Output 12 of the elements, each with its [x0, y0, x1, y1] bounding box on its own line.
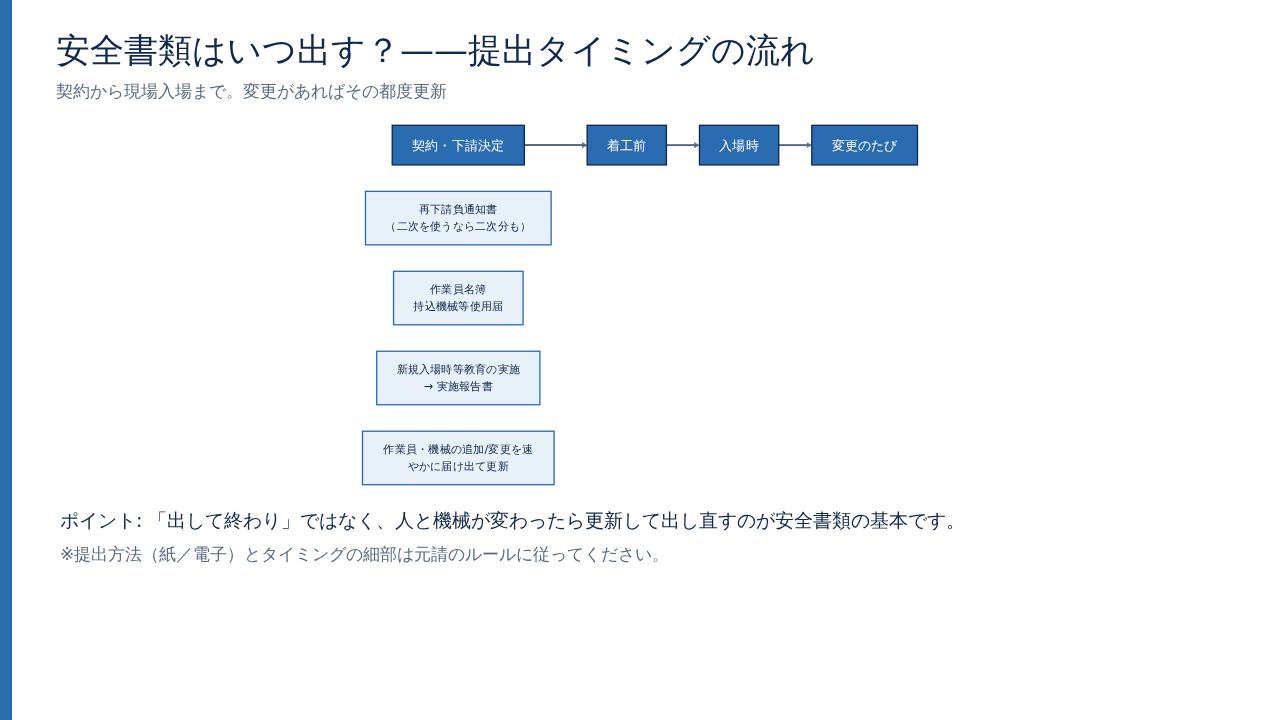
node-box: 新規入場時等教育の実施 → 実施報告書	[376, 350, 541, 406]
subtitle: 契約から現場入場まで。変更があればその都度更新	[56, 80, 447, 103]
node-box: 着工前	[586, 124, 668, 166]
node-box: 再下請負通知書 （二次を使うなら二次分も）	[364, 190, 552, 246]
node-box: 作業員・機械の追加/変更を速やかに届け出て更新	[361, 430, 555, 486]
footnote: ※提出方法（紙／電子）とタイミングの細部は元請のルールに従ってください。	[60, 543, 670, 566]
title: 安全書類はいつ出す？——提出タイミングの流れ	[56, 29, 815, 72]
node-box: 変更のたび	[811, 124, 919, 166]
note: ポイント: 「出して終わり」ではなく、人と機械が変わったら更新して出し直すのが安全書類の基本です。	[60, 508, 966, 533]
node-box: 契約・下請決定	[391, 124, 526, 166]
node-box: 入場時	[698, 124, 780, 166]
node-box: 作業員名簿 持込機械等使用届	[392, 270, 524, 326]
